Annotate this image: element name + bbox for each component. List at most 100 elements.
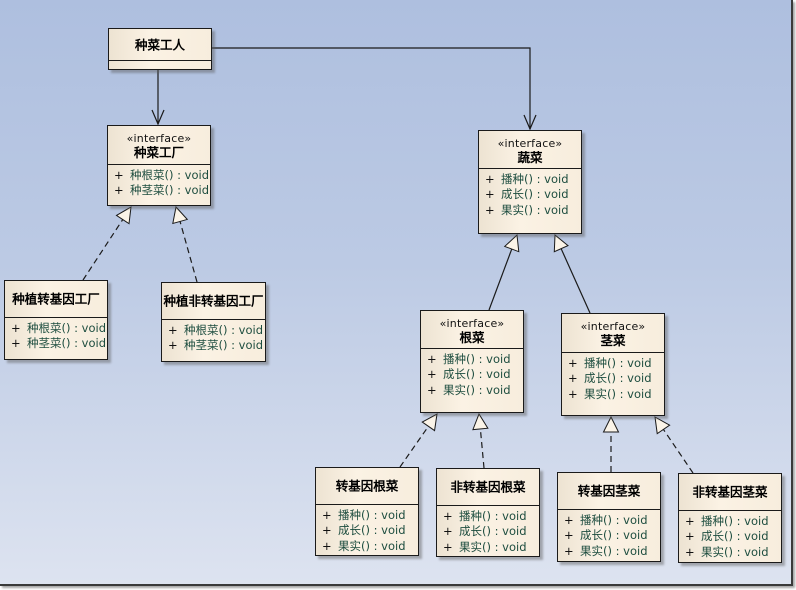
operation-signature: () : void (724, 514, 769, 528)
class-header: «interface»茎菜 (562, 314, 664, 353)
class-name: 茎菜 (600, 333, 626, 348)
operation-row[interactable]: +播种() : void (485, 172, 581, 187)
operation-row[interactable]: + 果实() : void (485, 203, 581, 218)
class-name: 种菜工人 (134, 37, 185, 52)
operation-row[interactable]: +成长() : void (322, 523, 418, 538)
operation-signature: () : void (61, 321, 107, 335)
operation-name: 果实 (501, 202, 524, 217)
operation-row[interactable]: +种茎菜() : void (11, 336, 107, 351)
class-name: 根菜 (459, 330, 485, 345)
operation-row[interactable]: +播种() : void (564, 513, 660, 528)
class-header: 种菜工人 (109, 29, 211, 61)
operation-signature: () : void (607, 371, 652, 386)
operation-name: 播种 (580, 513, 603, 527)
operation-name: 种根菜 (130, 168, 165, 182)
operation-signature: () : void (482, 524, 527, 539)
operation-row[interactable]: +果实() : void (685, 545, 781, 560)
operation-row[interactable]: + 果实() : void (427, 383, 523, 398)
class-header: «interface»种菜工厂 (108, 126, 210, 165)
operation-name: 成长 (701, 529, 724, 544)
operation-signature: () : void (607, 386, 652, 401)
visibility-marker: + (685, 529, 695, 544)
operation-row[interactable]: + 成长() : void (685, 529, 781, 544)
class-name: 非转基因茎菜 (692, 484, 768, 500)
class-factory[interactable]: «interface»种菜工厂 +种根菜() : void+种茎菜() : voi… (107, 125, 211, 206)
class-stem-veg[interactable]: «interface»茎菜 +播种() : void+成长() : void+果实… (561, 313, 665, 416)
operation-name: 果实 (580, 543, 603, 558)
visibility-marker: + (485, 202, 495, 217)
operation-signature: () : void (524, 172, 569, 186)
class-name: 蔬菜 (517, 150, 543, 165)
operation-name: 种茎菜 (130, 183, 165, 198)
operation-name: 成长 (443, 367, 466, 382)
visibility-marker: + (168, 338, 178, 353)
operation-name: 成长 (580, 528, 603, 543)
operation-name: 种茎菜 (27, 336, 62, 351)
operations-compartment: + 种根菜() : void+种茎菜() : void (5, 317, 107, 359)
operations-compartment: +播种() : void+ 成长() : void+果实() : void (558, 509, 660, 561)
operation-signature: () : void (466, 382, 511, 397)
operation-name: 果实 (701, 544, 724, 559)
visibility-marker: + (485, 187, 495, 202)
class-name: 转基因茎菜 (577, 483, 641, 499)
visibility-marker: + (322, 523, 332, 538)
operation-row[interactable]: +果实() : void (443, 540, 539, 555)
operation-name: 播种 (338, 508, 361, 522)
class-header: 种植转基因工厂 (5, 281, 107, 318)
class-gm-factory[interactable]: 种植转基因工厂 + 种根菜() : void+种茎菜() : void (4, 280, 108, 360)
operation-signature: () : void (603, 528, 648, 543)
operation-row[interactable]: +种茎菜() : void (114, 183, 210, 198)
operation-name: 果实 (443, 382, 466, 397)
operation-signature: () : void (524, 202, 569, 217)
class-non-gm-factory[interactable]: 种植非转基因工厂+种根菜() : void+种茎菜() : void (161, 282, 266, 362)
class-gm-root[interactable]: 转基因根菜+播种() : void+成长() : void+果实() : voi… (315, 467, 419, 556)
operation-name: 种根菜 (184, 323, 219, 337)
operation-name: 成长 (584, 371, 607, 386)
stereotype-label: «interface» (497, 137, 563, 150)
operation-signature: () : void (724, 529, 769, 544)
operation-row[interactable]: + 成长() : void (564, 528, 660, 543)
operation-row[interactable]: +果实() : void (564, 544, 660, 559)
class-header: 非转基因茎菜 (679, 474, 781, 511)
operations-compartment: +播种() : void+成长() : void+果实() : void (316, 504, 418, 555)
operation-row[interactable]: + 种根菜() : void (11, 321, 107, 336)
class-header: «interface»根菜 (421, 311, 523, 349)
operation-row[interactable]: +成长() : void (427, 367, 523, 382)
visibility-marker: + (322, 538, 332, 553)
operation-signature: () : void (466, 367, 511, 382)
operation-row[interactable]: +播种() : void (685, 514, 781, 529)
operation-row[interactable]: + 种根菜() : void (168, 323, 265, 338)
operation-row[interactable]: +播种() : void (427, 352, 523, 367)
class-root-veg[interactable]: «interface»根菜 +播种() : void+成长() : void+ 果实… (420, 310, 524, 413)
visibility-marker: + (427, 382, 437, 397)
operation-name: 种根菜 (27, 321, 62, 335)
operation-signature: () : void (218, 323, 264, 337)
operation-row[interactable]: +果实() : void (322, 539, 418, 554)
operation-row[interactable]: +播种() : void (322, 508, 418, 523)
operation-name: 播种 (443, 352, 466, 366)
visibility-marker: + (564, 528, 574, 543)
class-non-gm-stem[interactable]: 非转基因茎菜+播种() : void+成长() : void+果实() : vo… (678, 473, 782, 563)
operations-compartment: +播种() : void+成长() : void+果实() : void (421, 348, 523, 412)
stereotype-label: «interface» (580, 320, 646, 333)
operation-row[interactable]: +种茎菜() : void (168, 338, 265, 353)
operation-row[interactable]: +播种() : void (443, 509, 539, 524)
operations-compartment: +播种() : void+成长() : void+果实() : void (479, 168, 581, 233)
class-worker[interactable]: 种菜工人 (108, 28, 212, 70)
operation-signature: () : void (164, 168, 210, 182)
operation-row[interactable]: +成长() : void (568, 371, 664, 386)
class-non-gm-root[interactable]: 非转基因根菜+播种() : void+成长() : void+果实() : vo… (436, 468, 540, 557)
operation-row[interactable]: +成长() : void (485, 187, 581, 202)
visibility-marker: + (443, 539, 453, 554)
visibility-marker: + (168, 323, 178, 337)
operation-row[interactable]: +播种() : void (568, 356, 664, 371)
operation-signature: () : void (466, 352, 511, 366)
operation-name: 播种 (459, 509, 482, 523)
class-gm-stem[interactable]: 转基因茎菜 +播种() : void+ 成长() : void+果实() : voi… (557, 472, 661, 562)
operation-row[interactable]: +成长() : void (443, 524, 539, 539)
operation-row[interactable]: +果实() : void (568, 387, 664, 402)
visibility-marker: + (443, 524, 453, 539)
visibility-marker: + (11, 321, 21, 335)
class-vegetable[interactable]: «interface»蔬菜 +播种() : void+成长() : void+ 果实… (478, 130, 582, 234)
operation-row[interactable]: +种根菜() : void (114, 168, 210, 183)
